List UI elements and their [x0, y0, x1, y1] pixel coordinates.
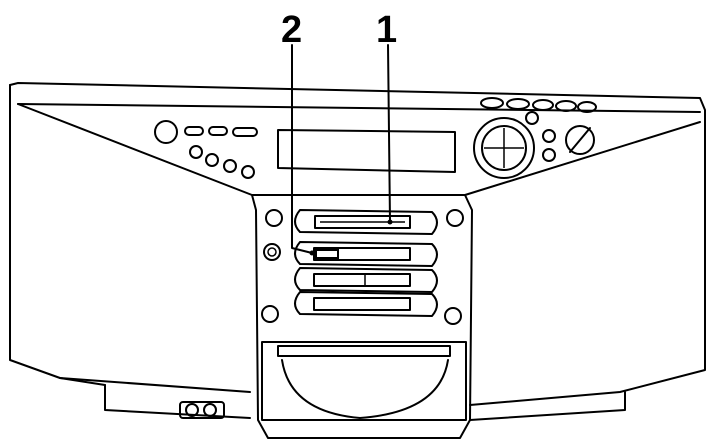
- disc-slot-3[interactable]: [313, 273, 411, 287]
- headphone-jack[interactable]: [263, 243, 281, 261]
- input-jacks: [179, 401, 225, 419]
- small-button-3[interactable]: [223, 159, 237, 173]
- right-button-2[interactable]: [542, 129, 556, 143]
- function-button-1[interactable]: [184, 126, 204, 136]
- disc-slot-2-tab: [315, 249, 339, 259]
- screw-bottom-left: [261, 305, 279, 323]
- small-button-2[interactable]: [205, 153, 219, 167]
- right-button-1[interactable]: [525, 111, 539, 125]
- volume-knob-indicator: [569, 127, 591, 153]
- top-control-panel: [154, 97, 597, 179]
- top-edge-button-3[interactable]: [532, 99, 554, 111]
- disc-slot-1-bezel: [294, 209, 438, 235]
- cassette-door-arc: [281, 359, 449, 419]
- top-edge-button-2[interactable]: [506, 98, 530, 110]
- leader-line-1: [387, 44, 391, 223]
- function-button-2[interactable]: [208, 126, 228, 136]
- screw-top-left: [265, 209, 283, 227]
- screw-bottom-right: [444, 307, 462, 325]
- small-button-1[interactable]: [189, 145, 203, 159]
- leader-line-2: [291, 44, 313, 254]
- leader-dot-1: [387, 219, 393, 225]
- top-edge-button-4[interactable]: [555, 100, 577, 112]
- volume-knob[interactable]: [565, 125, 595, 155]
- jog-dial-outer[interactable]: [473, 117, 535, 179]
- right-button-3[interactable]: [542, 148, 556, 162]
- disc-slot-1[interactable]: [314, 215, 411, 229]
- callout-label-2: 2: [281, 9, 302, 51]
- function-button-3[interactable]: [232, 127, 258, 137]
- input-jack-left[interactable]: [185, 403, 199, 417]
- leader-dot-2: [309, 250, 315, 256]
- disc-slot-4-bezel: [294, 291, 438, 317]
- disc-slot-4[interactable]: [313, 297, 411, 311]
- callout-label-1: 1: [376, 9, 397, 51]
- stereo-body: [9, 82, 706, 421]
- display-window: [277, 129, 456, 173]
- top-edge-button-1[interactable]: [480, 97, 504, 109]
- power-button[interactable]: [154, 120, 178, 144]
- screw-top-right: [446, 209, 464, 227]
- jack-panel: [179, 401, 225, 419]
- cassette-door[interactable]: [261, 341, 467, 421]
- top-edge-button-5[interactable]: [577, 101, 597, 113]
- input-jack-right[interactable]: [203, 403, 217, 417]
- center-deck-panel: [251, 194, 473, 439]
- disc-slot-3-bezel: [294, 267, 438, 293]
- small-button-4[interactable]: [241, 165, 255, 179]
- jog-dial-inner: [481, 125, 527, 171]
- jog-dial-cross: [484, 128, 524, 168]
